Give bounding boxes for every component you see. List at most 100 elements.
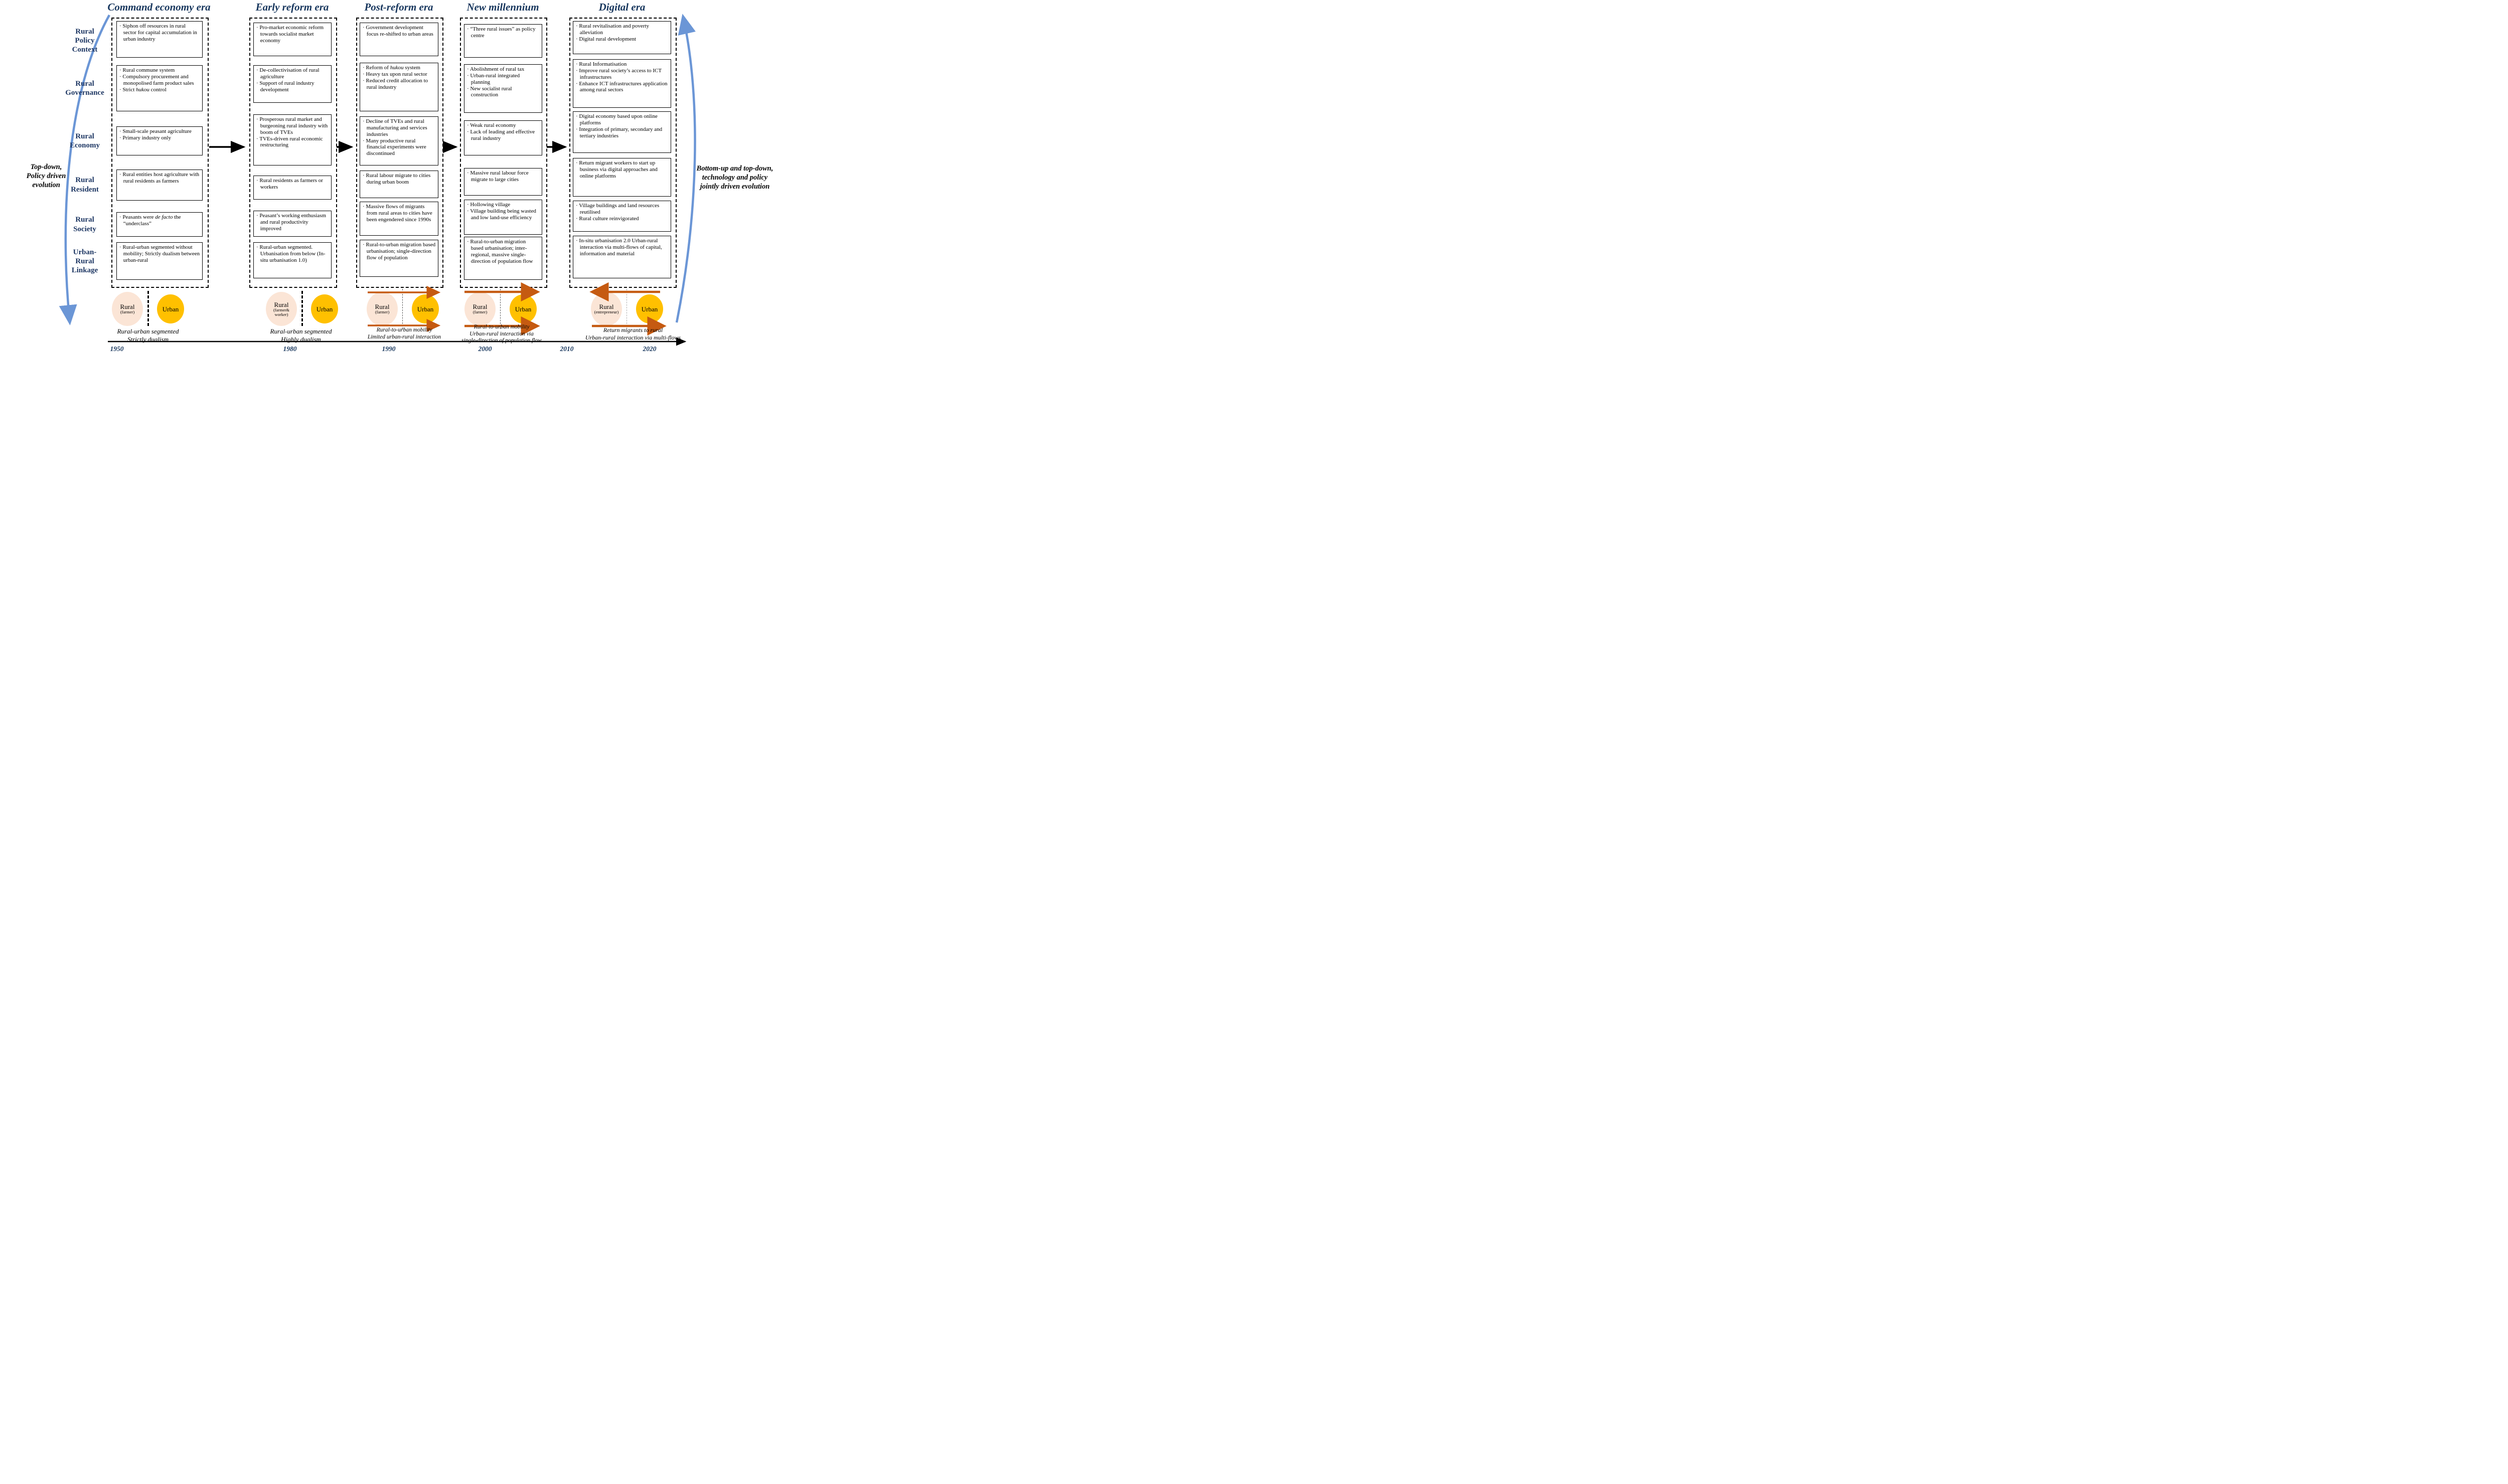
rural-circle: Rural (farmer) (367, 292, 398, 326)
box-economy: · Decline of TVEs and rural manufacturin… (360, 116, 438, 166)
box-resident: · Return migrant workers to start up bus… (573, 158, 671, 197)
bullet-item: · “Three rural issues” as policy centre (467, 26, 536, 39)
bullet-item: · Rural-to-urban migration based urbanis… (363, 242, 436, 261)
left-evolution-label: Top-down, Policy driven evolution (26, 163, 66, 190)
bullet-item: · Pro-market economic reform towards soc… (256, 25, 324, 44)
box-society: · Village buildings and land resources r… (573, 201, 671, 232)
rural-urban-divider (402, 289, 403, 329)
group-caption: Rural-urban segmented Highly dualism (270, 327, 332, 344)
bullet-item: · TVEs-driven rural economic restructuri… (256, 135, 323, 148)
era-column-frame (460, 18, 547, 288)
bullet-item: · Hollowing village (467, 202, 511, 208)
row-label-rural-governance: Rural Governance (65, 79, 104, 97)
box-linkage: · Rural-urban segmented. Urbanisation fr… (253, 242, 332, 278)
era-title-post-reform: Post-reform era (364, 1, 433, 13)
bullet-item: · Weak rural economy (467, 122, 516, 128)
group-caption: Return migrants to rural Urban-rural int… (585, 326, 681, 341)
rural-circle-sublabel: (entrepreneur) (594, 309, 619, 315)
box-governance: · Abolishment of rural tax· Urban-rural … (464, 64, 542, 113)
box-policy-context: · Government development focus re-shifte… (360, 23, 438, 56)
group-caption: Rural-to-urban mobility Limited urban-ru… (367, 327, 441, 341)
box-society: · Hollowing village· Village building be… (464, 200, 542, 235)
rural-circle-sublabel: (farmer) (375, 309, 390, 315)
rural-urban-group: Rural (farmer) Urban (453, 282, 549, 336)
era-title-command-economy: Command economy era (107, 1, 211, 13)
urban-circle-label: Urban (417, 305, 434, 313)
era-column-frame (249, 18, 337, 288)
bullet-item: · Heavy tax upon rural sector (363, 71, 427, 77)
rural-urban-divider (301, 291, 303, 326)
bullet-item: · Small-scale peasant agriculture (119, 128, 192, 134)
urban-circle-label: Urban (162, 305, 179, 313)
bullet-item: · Strict hukou control (119, 86, 167, 93)
bullet-item: · Massive flows of migrants from rural a… (363, 204, 432, 223)
right-evolution-label: Bottom-up and top-down, technology and p… (696, 164, 773, 191)
timeline-year-2010: 2010 (560, 345, 574, 353)
era-column-frame (111, 18, 209, 288)
rural-urban-group: Rural (farmer) Urban (356, 285, 451, 333)
row-label-rural-economy: Rural Economy (70, 132, 100, 149)
box-linkage: · Rural-urban segmented without mobility… (116, 242, 203, 280)
urban-circle-label: Urban (641, 305, 658, 313)
box-governance: · Rural Informatisation· Improve rural s… (573, 59, 671, 108)
bullet-item: · Rural labour migrate to cities during … (363, 173, 431, 185)
rural-circle: Rural (farmer) (464, 292, 496, 326)
urban-circle: Urban (157, 294, 184, 323)
bullet-item: · Enhance ICT infrastructures applicatio… (576, 80, 668, 93)
rural-urban-divider (626, 289, 627, 329)
bullet-item: · Abolishment of rural tax (467, 66, 525, 72)
bullet-item: · Rural revitalisation and poverty allev… (576, 23, 650, 36)
timeline-year-2020: 2020 (643, 345, 657, 353)
group-caption: Rural-urban segmented Strictly dualism (117, 327, 179, 344)
rural-circle-sublabel: (farmer& worker) (273, 307, 290, 317)
bullet-item: · Urban-rural integrated planning (467, 72, 520, 85)
urban-circle: Urban (412, 294, 439, 323)
bullet-item: · Rural-urban segmented without mobility… (119, 244, 200, 263)
box-resident: · Massive rural labour force migrate to … (464, 168, 542, 196)
box-governance: · De-collectivisation of rural agricultu… (253, 65, 332, 103)
bullet-item: · Decline of TVEs and rural manufacturin… (363, 118, 427, 137)
bullet-item: · Rural-urban segmented. Urbanisation fr… (256, 244, 326, 263)
vector-layer (59, 14, 696, 346)
timeline-year-1980: 1980 (283, 345, 297, 353)
bullet-item: · Support of rural industry development (256, 80, 315, 93)
urban-circle-label: Urban (316, 305, 333, 313)
row-label-rural-policy-context: Rural Policy Context (72, 27, 98, 54)
bullet-item: · Digital economy based upon online plat… (576, 113, 658, 126)
bullet-item: · Return migrant workers to start up bus… (576, 160, 658, 179)
box-governance: · Rural commune system· Compulsory procu… (116, 65, 203, 111)
bullet-item: · Reduced credit allocation to rural ind… (363, 77, 428, 90)
bullet-item: · New socialist rural construction (467, 85, 512, 98)
box-policy-context: · “Three rural issues” as policy centre (464, 24, 542, 58)
bullet-item: · Government development focus re-shifte… (363, 25, 433, 37)
rural-urban-divider (500, 289, 501, 329)
box-economy: · Prosperous rural market and burgeoning… (253, 114, 332, 166)
era-title-digital: Digital era (598, 1, 646, 13)
bullet-item: · Rural culture reinvigorated (576, 215, 639, 222)
box-resident: · Rural labour migrate to cities during … (360, 171, 438, 198)
diagram-canvas: Command economy era Early reform era Pos… (0, 0, 787, 367)
era-title-new-millennium: New millennium (466, 1, 539, 13)
rural-circle-label: Rural (473, 303, 488, 311)
right-evolution-arrow-icon (675, 14, 696, 323)
row-label-rural-society: Rural Society (73, 216, 96, 233)
timeline-year-1990: 1990 (382, 345, 396, 353)
bullet-item: · In-situ urbanisation 2.0 Urban-rural i… (576, 238, 662, 257)
bullet-item: · Rural Informatisation (576, 61, 627, 67)
bullet-item: · Many productive rural financial experi… (363, 137, 426, 157)
row-label-urban-rural-linkage: Urban- Rural Linkage (71, 248, 98, 275)
bullet-item: · Primary industry only (119, 134, 171, 141)
bullet-item: · Digital rural development (576, 36, 637, 42)
box-resident: · Rural residents as farmers or workers (253, 176, 332, 200)
rural-circle: Rural (farmer) (112, 292, 143, 326)
box-resident: · Rural entities host agriculture with r… (116, 170, 203, 201)
box-policy-context: · Siphon off resources in rural sector f… (116, 21, 203, 58)
left-evolution-arrow-icon (59, 14, 110, 325)
box-economy: · Digital economy based upon online plat… (573, 111, 671, 153)
rural-circle-sublabel: (farmer) (473, 309, 488, 315)
group-caption: Rural-to-urban mobility Urban-rural inte… (461, 324, 542, 344)
box-society: · Peasant’s working enthusiasm and rural… (253, 211, 332, 237)
rural-urban-group: Rural (farmer& worker) Urban (255, 288, 350, 330)
rural-circle-label: Rural (274, 300, 289, 308)
box-economy: · Weak rural economy· Lack of leading an… (464, 120, 542, 155)
